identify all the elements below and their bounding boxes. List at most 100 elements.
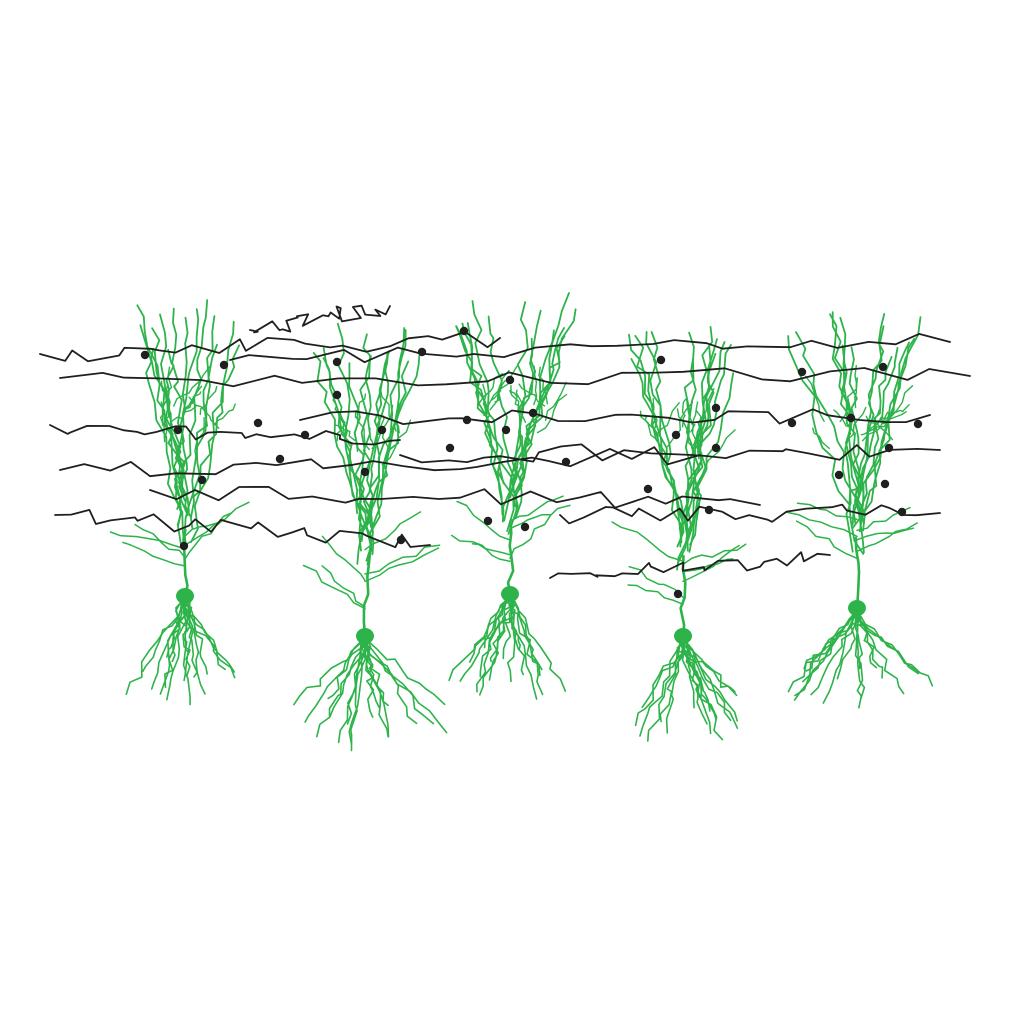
synapse-dot [377, 425, 387, 435]
synapse-dots [140, 326, 923, 599]
basal-dendrite [182, 601, 191, 677]
neuron-soma [176, 588, 194, 604]
apical-dendrite [358, 355, 372, 542]
oblique-dendrite [122, 541, 186, 567]
dendrite-twig [494, 384, 502, 403]
basal-dendrite [634, 641, 684, 727]
apical-dendrite [358, 350, 391, 552]
basal-dendrite [794, 613, 855, 697]
dendrite-twig [846, 406, 867, 441]
synapse-dot [520, 522, 530, 532]
basal-dendrite [327, 641, 365, 700]
dendrite-twig [515, 389, 524, 417]
basal-dendrite [350, 641, 364, 752]
synapse-dot [797, 367, 807, 377]
apical-dendrite [312, 351, 370, 539]
synapse-dot [219, 360, 229, 370]
apical-dendrite [676, 372, 735, 571]
apical-dendrite [689, 352, 717, 546]
parallel-fiber [299, 408, 931, 425]
basal-dendrite [685, 641, 695, 709]
parallel-fiber [249, 304, 391, 334]
apical-trunk [506, 520, 515, 596]
oblique-dendrite [682, 558, 734, 573]
parallel-fiber [59, 367, 971, 388]
apical-dendrite [514, 301, 529, 513]
basal-dendrite [639, 641, 682, 737]
apical-dendrite [176, 308, 200, 510]
basal-dendrite [647, 641, 686, 742]
basal-dendrite [858, 613, 934, 687]
oblique-dendrite [456, 500, 511, 541]
basal-dendrite [368, 641, 446, 706]
dendrite-twig [655, 402, 680, 437]
dendrite-twig [805, 375, 825, 422]
parallel-fiber [39, 331, 501, 363]
pyramidal-neuron-3 [448, 292, 577, 700]
basal-dendrite [164, 601, 183, 688]
parallel-fiber [54, 509, 431, 549]
synapse-dot [878, 362, 888, 372]
pyramidal-neuron-4 [611, 326, 747, 742]
apical-dendrite [171, 307, 188, 502]
parallel-fiber [399, 443, 941, 464]
basal-dendrite [510, 599, 543, 671]
dendrite-twig [686, 399, 699, 445]
synapse-dot [501, 425, 511, 435]
basal-dendrite [328, 641, 364, 717]
synapse-dot [897, 507, 907, 517]
synapse-dot [253, 418, 263, 428]
parallel-fiber [59, 446, 701, 478]
apical-dendrite [174, 316, 189, 527]
oblique-dendrite [682, 544, 740, 583]
synapse-dot [332, 357, 342, 367]
synapse-dot [360, 467, 370, 477]
synapse-dot [332, 390, 342, 400]
oblique-dendrite [796, 502, 858, 521]
basal-dendrite [483, 599, 515, 649]
basal-dendrite [513, 599, 541, 677]
dendrite-twig [173, 380, 201, 407]
apical-dendrite [471, 300, 504, 516]
synapse-dot [643, 484, 653, 494]
apical-dendrite [159, 313, 183, 547]
apical-dendrite [466, 322, 505, 523]
basal-dendrite [182, 601, 236, 673]
neuron-soma [674, 628, 692, 644]
synapse-dot [459, 326, 469, 336]
neuron-soma [501, 586, 519, 602]
dendrite-twig [690, 409, 697, 433]
synapse-dot [396, 535, 406, 545]
oblique-dendrite [509, 504, 571, 530]
dendrite-twig [876, 411, 907, 428]
basal-dendrite [489, 599, 515, 663]
basal-dendrite [125, 601, 183, 696]
basal-dendrite [362, 641, 435, 725]
synapse-dot [173, 425, 183, 435]
oblique-dendrite [184, 512, 233, 537]
basal-dendrite [677, 641, 736, 693]
oblique-dendrite [795, 520, 858, 560]
apical-dendrite [628, 333, 689, 538]
basal-dendrite [665, 641, 685, 734]
apical-dendrite [369, 329, 407, 552]
dendrite-twig [163, 407, 170, 440]
oblique-dendrite [302, 564, 366, 610]
apical-dendrite [190, 315, 216, 529]
basal-dendrite [836, 613, 862, 680]
dendrite-twig [213, 403, 236, 426]
apical-dendrite [645, 331, 683, 544]
neuron-soma [356, 628, 374, 644]
apical-dendrite [165, 348, 182, 497]
oblique-dendrite [509, 514, 552, 560]
synapse-dot [445, 443, 455, 453]
oblique-dendrite [611, 521, 684, 562]
synapse-dot [711, 403, 721, 413]
basal-dendrite [805, 613, 856, 672]
synapse-dot [483, 516, 493, 526]
parallel-fiber [549, 551, 831, 579]
basal-dendrite [855, 613, 864, 670]
dendrite-twig [705, 429, 736, 466]
oblique-dendrite [134, 523, 186, 559]
